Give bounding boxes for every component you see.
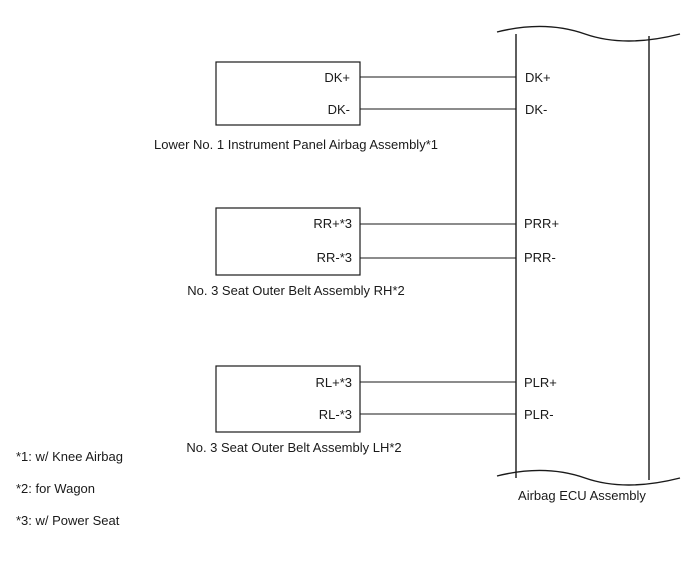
pin-label-rr-plus: RR+*3 [313,216,352,231]
component-seat-outer-belt-lh: RL+*3 RL-*3 No. 3 Seat Outer Belt Assemb… [186,365,402,455]
ecu-top-break-line [496,25,681,42]
component-box [215,365,361,433]
wires [360,76,516,415]
ecu-pin-plr-minus: PLR- [524,407,554,422]
pin-label-dk-plus: DK+ [324,70,350,85]
component-label: No. 3 Seat Outer Belt Assembly RH*2 [187,283,404,298]
component-box [215,61,361,126]
ecu-pin-labels: DK+ DK- PRR+ PRR- PLR+ PLR- [524,70,559,422]
footnote-1: *1: w/ Knee Airbag [16,449,123,464]
pin-label-rl-minus: RL-*3 [319,407,352,422]
pin-label-rr-minus: RR-*3 [317,250,352,265]
footnote-3: *3: w/ Power Seat [16,513,120,528]
component-box [215,207,361,276]
footnote-2: *2: for Wagon [16,481,95,496]
component-seat-outer-belt-rh: RR+*3 RR-*3 No. 3 Seat Outer Belt Assemb… [187,207,405,298]
ecu-pin-plr-plus: PLR+ [524,375,557,390]
component-label: Lower No. 1 Instrument Panel Airbag Asse… [154,137,438,152]
ecu-pin-prr-minus: PRR- [524,250,556,265]
airbag-ecu-assembly: Airbag ECU Assembly [496,25,681,503]
ecu-bottom-break-line [496,469,681,486]
ecu-pin-prr-plus: PRR+ [524,216,559,231]
component-label: No. 3 Seat Outer Belt Assembly LH*2 [186,440,401,455]
pin-label-rl-plus: RL+*3 [316,375,353,390]
footnotes: *1: w/ Knee Airbag *2: for Wagon *3: w/ … [16,449,123,528]
component-lower-instrument-panel-airbag: DK+ DK- Lower No. 1 Instrument Panel Air… [154,61,438,152]
ecu-label: Airbag ECU Assembly [518,488,646,503]
ecu-pin-dk-plus: DK+ [525,70,551,85]
ecu-pin-dk-minus: DK- [525,102,547,117]
pin-label-dk-minus: DK- [328,102,350,117]
